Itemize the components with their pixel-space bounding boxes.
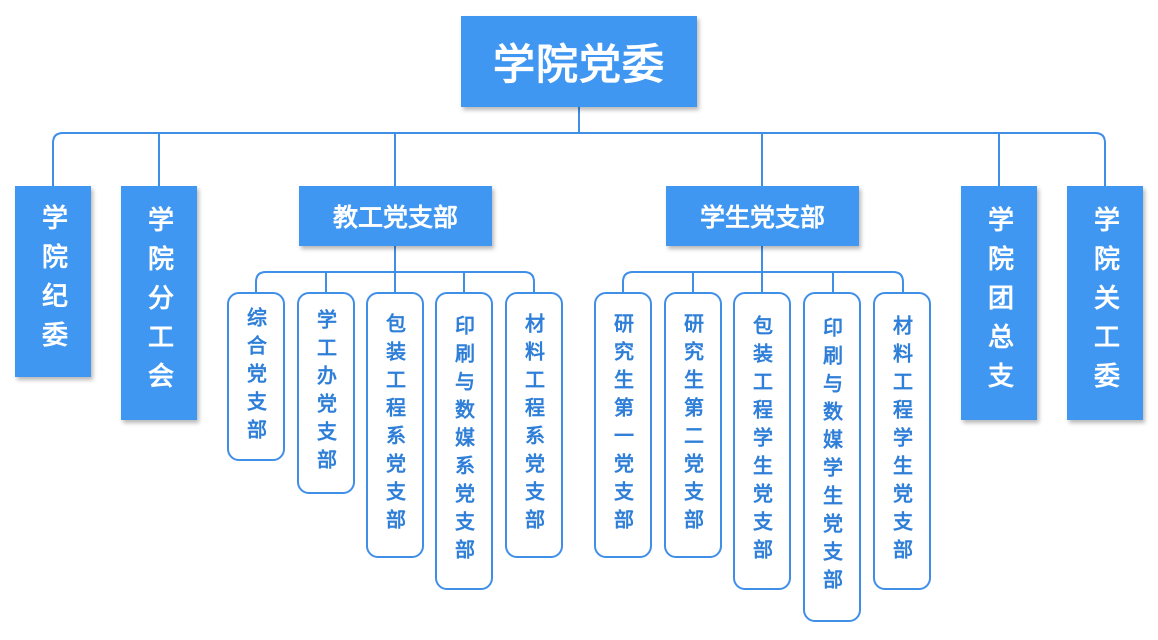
branch-xuesheng: 学生党支部 [666, 186, 859, 246]
sub-branch-card: 学工办党支部 [297, 292, 355, 494]
sub-branch-label: 研究生第一党支部 [610, 313, 635, 537]
sub-branch-label: 包装工程学生党支部 [749, 315, 774, 567]
sub-branch-card: 综合党支部 [227, 292, 285, 461]
root-node: 学院党委 [461, 16, 697, 107]
sub-branch-label: 印刷与数媒系党支部 [451, 315, 476, 567]
sub-branch-label: 学工办党支部 [313, 309, 338, 477]
branch-gonghui-label: 学院分工会 [143, 205, 174, 401]
sub-branch-card: 印刷与数媒系党支部 [435, 292, 493, 590]
branch-guangongwei: 学院关工委 [1067, 186, 1143, 420]
sub-branch-label: 综合党支部 [243, 306, 268, 447]
sub-branch-label: 印刷与数媒学生党支部 [819, 317, 844, 597]
branch-jiaogong: 教工党支部 [299, 186, 492, 246]
branch-jiwei-label: 学院纪委 [37, 203, 68, 360]
sub-branch-card: 印刷与数媒学生党支部 [803, 292, 861, 622]
sub-branch-label: 研究生第二党支部 [680, 313, 705, 537]
sub-branch-card: 材料工程学生党支部 [873, 292, 931, 590]
branch-tuanzongzhi-label: 学院团总支 [983, 205, 1014, 401]
sub-branch-label: 材料工程学生党支部 [889, 315, 914, 567]
sub-branch-label: 包装工程系党支部 [382, 313, 407, 537]
branch-guangongwei-label: 学院关工委 [1089, 205, 1120, 401]
branch-jiwei: 学院纪委 [15, 186, 91, 377]
sub-branch-card: 研究生第一党支部 [594, 292, 652, 558]
branch-xuesheng-label: 学生党支部 [699, 203, 825, 232]
sub-branch-card: 包装工程系党支部 [366, 292, 424, 558]
sub-branch-card: 包装工程学生党支部 [733, 292, 791, 590]
branch-jiaogong-label: 教工党支部 [332, 203, 458, 232]
sub-branch-card: 研究生第二党支部 [664, 292, 722, 558]
sub-branch-label: 材料工程系党支部 [521, 313, 546, 537]
branch-gonghui: 学院分工会 [121, 186, 197, 420]
sub-branch-card: 材料工程系党支部 [505, 292, 563, 558]
branch-tuanzongzhi: 学院团总支 [961, 186, 1037, 420]
root-label: 学院党委 [492, 40, 665, 89]
